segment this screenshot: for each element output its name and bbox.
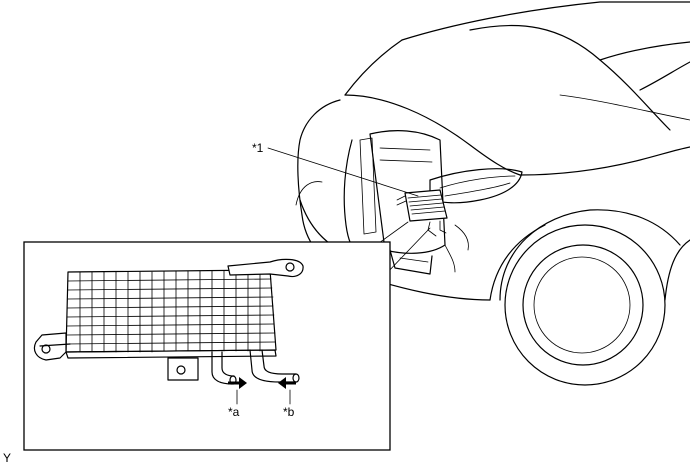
oil-cooler-detail bbox=[33, 258, 304, 385]
callout-1-label: *1 bbox=[252, 141, 264, 155]
corner-mark-label: Y bbox=[3, 451, 11, 465]
flow-arrow-b bbox=[278, 377, 296, 405]
callout-b-label: *b bbox=[283, 405, 295, 419]
callout-1-leader bbox=[267, 147, 419, 197]
oil-cooler-in-vehicle bbox=[396, 189, 448, 237]
cooler-fins bbox=[65, 270, 276, 353]
callout-a-label: *a bbox=[228, 405, 240, 419]
flow-arrow-a bbox=[228, 377, 247, 405]
